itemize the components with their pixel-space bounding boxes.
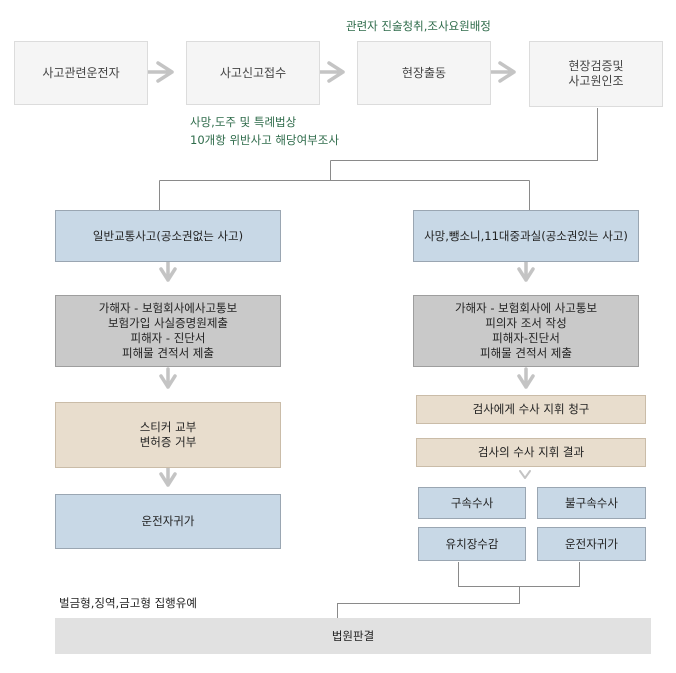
right-arrow-icon: [146, 61, 174, 83]
down-arrow-icon: [159, 367, 177, 389]
right-arrow-icon: [317, 61, 345, 83]
down-arrow-icon: [159, 465, 177, 487]
down-arrow-icon: [159, 260, 177, 282]
right-arrow-icon: [488, 61, 516, 83]
step-dispatch: 현장출동: [357, 41, 491, 105]
step-line: 피해자 - 진단서: [130, 331, 206, 345]
split-connector: [159, 160, 530, 210]
step-line: 사고원인조: [568, 74, 624, 88]
court-ruling: 법원판결: [55, 618, 651, 654]
note-line: 10개항 위반사고 해당여부조사: [190, 133, 339, 147]
step-line: 피해자-진단서: [492, 331, 560, 345]
note-report-criteria: 사망,도주 및 특례법상 10개항 위반사고 해당여부조사: [190, 113, 339, 149]
left-step-driver-return: 운전자귀가: [55, 494, 281, 549]
step-line: 피해물 견적서 제출: [122, 346, 214, 360]
step-line: 스티커 교부: [139, 420, 197, 434]
right-branch-title: 사망,뺑소니,11대중과실(공소권있는 사고): [413, 210, 639, 262]
step-line: 피의자 조서 작성: [485, 316, 567, 330]
step-driver: 사고관련운전자: [14, 41, 148, 105]
step-line: 가해자 - 보험회사에사고통보: [98, 301, 238, 315]
right-step-notify: 가해자 - 보험회사에 사고통보 피의자 조서 작성 피해자-진단서 피해물 견…: [413, 295, 639, 367]
down-arrow-icon: [517, 260, 535, 282]
left-branch-title: 일반교통사고(공소권없는 사고): [55, 210, 281, 262]
step-line: 현장검증및: [568, 59, 624, 73]
outcome-driver-return: 운전자귀가: [537, 527, 646, 561]
outcome-no-arrest: 불구속수사: [537, 487, 646, 519]
step-line: 보험가입 사실증명원제출: [107, 316, 229, 330]
note-line: 사망,도주 및 특례법상: [190, 115, 297, 129]
note-dispatch: 관련자 진술청취,조사요원배정: [346, 19, 491, 33]
merge-connector: [337, 562, 580, 618]
small-down-arrow-icon: [519, 470, 531, 479]
step-report-received: 사고신고접수: [186, 41, 320, 105]
prosecutor-request: 검사에게 수사 지휘 청구: [416, 395, 646, 424]
prosecutor-result: 검사의 수사 지휘 결과: [416, 438, 646, 467]
left-step-notify: 가해자 - 보험회사에사고통보 보험가입 사실증명원제출 피해자 - 진단서 피…: [55, 295, 281, 367]
step-investigation: 현장검증및 사고원인조: [529, 41, 663, 107]
step-line: 피해물 견적서 제출: [480, 346, 572, 360]
left-step-sticker: 스티커 교부 변허증 거부: [55, 402, 281, 468]
step-line: 변허증 거부: [139, 435, 197, 449]
branch-connector: [330, 108, 598, 161]
outcome-arrest: 구속수사: [418, 487, 526, 519]
penalty-note: 벌금형,징역,금고형 집행유예: [59, 596, 197, 610]
down-arrow-icon: [517, 367, 535, 389]
outcome-detention: 유치장수감: [418, 527, 526, 561]
step-line: 가해자 - 보험회사에 사고통보: [454, 301, 598, 315]
